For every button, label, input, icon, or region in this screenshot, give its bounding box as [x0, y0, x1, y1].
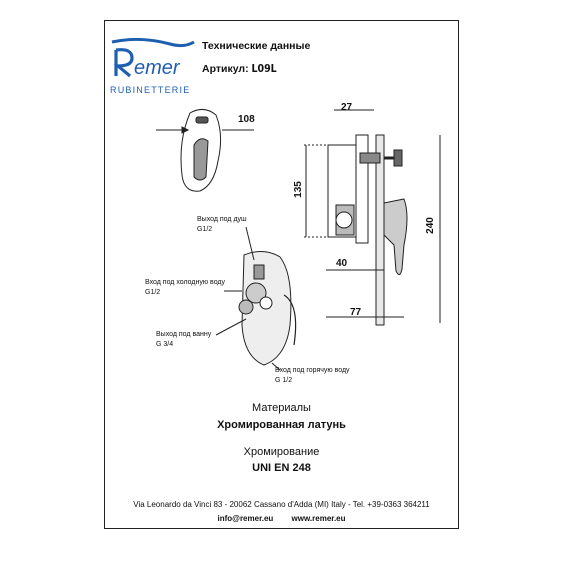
hot-inlet-size: G 1/2 — [275, 377, 293, 384]
shower-outlet-label: Выход под душ — [197, 216, 247, 223]
cold-inlet-label: Вход под холодную воду — [145, 279, 226, 286]
valve-body-view — [215, 226, 297, 371]
footer-address: Via Leonardo da Vinci 83 - 20062 Cassano… — [133, 500, 430, 509]
shower-outlet-size: G1/2 — [197, 226, 213, 233]
article-code: L09L — [251, 63, 277, 75]
chrome-value: UNI EN 248 — [252, 462, 311, 474]
hot-inlet-label: Вход под горячую воду — [275, 367, 350, 374]
dim-27: 27 — [341, 102, 353, 113]
materials-label: Материалы — [252, 402, 311, 414]
chrome-label: Хромирование — [243, 446, 320, 458]
materials-value: Хромированная латунь — [217, 419, 346, 431]
dim-77: 77 — [350, 307, 362, 318]
dim-108: 108 — [238, 114, 255, 125]
dim-40: 40 — [336, 258, 348, 269]
page-title: Технические данные — [202, 40, 311, 52]
remer-logo: emer — [111, 38, 195, 79]
dim-240: 240 — [424, 217, 436, 234]
footer-email[interactable]: info@remer.eu — [217, 514, 274, 523]
svg-text:emer: emer — [134, 57, 181, 79]
article-label: Артикул: — [202, 63, 249, 75]
side-view — [304, 109, 441, 326]
technical-drawing — [156, 109, 441, 371]
brand-subtitle: RUBINETTERIE — [110, 85, 191, 95]
bath-outlet-label: Выход под ванну — [156, 331, 212, 338]
cold-inlet-size: G1/2 — [145, 289, 161, 296]
footer-contact: info@remer.eu www.remer.eu — [104, 514, 459, 523]
front-plate-view — [156, 109, 254, 192]
bath-outlet-size: G 3/4 — [156, 341, 174, 348]
article-line: Артикул: L09L — [202, 63, 277, 75]
dim-135: 135 — [292, 181, 304, 198]
footer-website[interactable]: www.remer.eu — [291, 514, 346, 523]
